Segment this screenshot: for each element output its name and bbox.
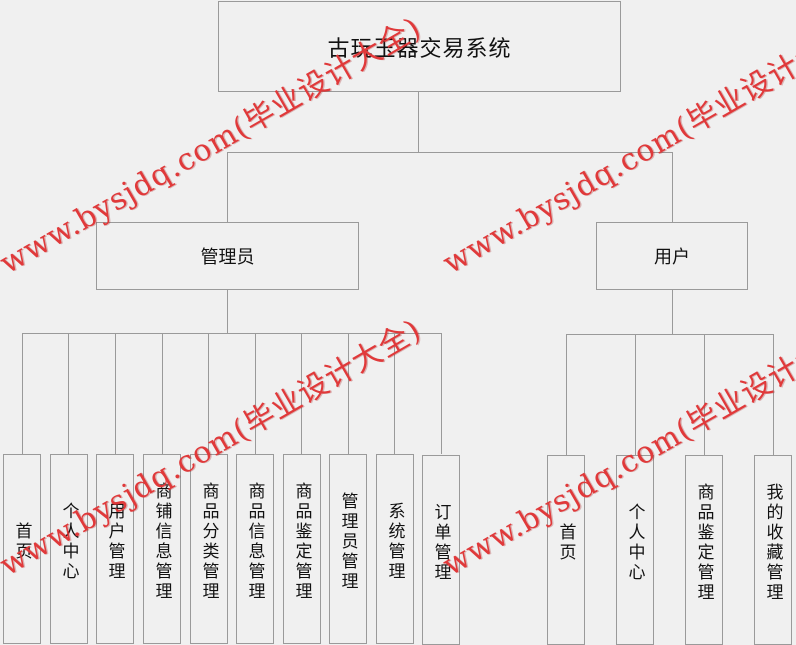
admin-stem-down: [227, 289, 228, 333]
leaf-label: 个人中心: [58, 502, 79, 582]
user-stem-down: [672, 289, 673, 334]
admin-drop: [208, 333, 209, 454]
admin-leaf-system-mgmt: 系统管理: [376, 454, 414, 644]
admin-stem-up: [227, 152, 228, 222]
leaf-label: 首页: [11, 522, 32, 562]
user-bus: [566, 334, 774, 335]
admin-leaf-home: 首页: [3, 454, 41, 644]
leaf-label: 我的收藏管理: [762, 483, 783, 603]
root-stem: [418, 91, 419, 152]
leaf-label: 个人中心: [624, 503, 645, 583]
admin-bus: [22, 333, 442, 334]
admin-leaf-admin-mgmt: 管理员管理: [329, 454, 367, 644]
user-leaf-profile: 个人中心: [616, 455, 654, 645]
admin-drop: [162, 333, 163, 454]
root-node: 古玩玉器交易系统: [218, 1, 621, 92]
leaf-label: 商铺信息管理: [151, 482, 172, 602]
user-leaf-appraisal-mgmt: 商品鉴定管理: [685, 455, 723, 645]
user-drop: [704, 334, 705, 455]
admin-leaf-user-mgmt: 用户管理: [96, 454, 134, 644]
admin-leaf-order-mgmt: 订单管理: [422, 455, 460, 645]
leaf-label: 商品鉴定管理: [693, 483, 714, 603]
admin-leaf-category-mgmt: 商品分类管理: [190, 454, 228, 644]
admin-node: 管理员: [96, 222, 359, 290]
leaf-label: 用户管理: [104, 502, 125, 582]
user-leaf-favorites-mgmt: 我的收藏管理: [754, 455, 792, 645]
admin-drop: [301, 333, 302, 454]
admin-leaf-profile: 个人中心: [50, 454, 88, 644]
leaf-label: 商品分类管理: [198, 482, 219, 602]
user-drop: [566, 334, 567, 455]
admin-leaf-appraisal-mgmt: 商品鉴定管理: [283, 454, 321, 644]
leaf-label: 商品鉴定管理: [291, 482, 312, 602]
leaf-label: 商品信息管理: [244, 482, 265, 602]
root-label: 古玩玉器交易系统: [327, 36, 512, 62]
leaf-label: 系统管理: [384, 502, 405, 582]
user-node: 用户: [596, 222, 748, 290]
admin-drop: [394, 333, 395, 454]
user-leaf-home: 首页: [547, 455, 585, 645]
admin-drop: [441, 333, 442, 454]
user-drop: [635, 334, 636, 455]
admin-leaf-product-mgmt: 商品信息管理: [236, 454, 274, 644]
admin-drop: [348, 333, 349, 454]
leaf-label: 订单管理: [430, 503, 451, 583]
user-stem-up: [672, 152, 673, 222]
user-label: 用户: [654, 247, 690, 268]
admin-drop: [22, 333, 23, 454]
leaf-label: 管理员管理: [337, 492, 358, 592]
watermark: www.bysjdq.com(毕业设计大全): [437, 312, 796, 584]
root-bus: [227, 152, 673, 153]
admin-drop: [68, 333, 69, 454]
admin-label: 管理员: [200, 247, 255, 268]
admin-leaf-shop-mgmt: 商铺信息管理: [143, 454, 181, 644]
leaf-label: 首页: [555, 523, 576, 563]
admin-drop: [115, 333, 116, 454]
admin-drop: [255, 333, 256, 454]
user-drop: [773, 334, 774, 455]
